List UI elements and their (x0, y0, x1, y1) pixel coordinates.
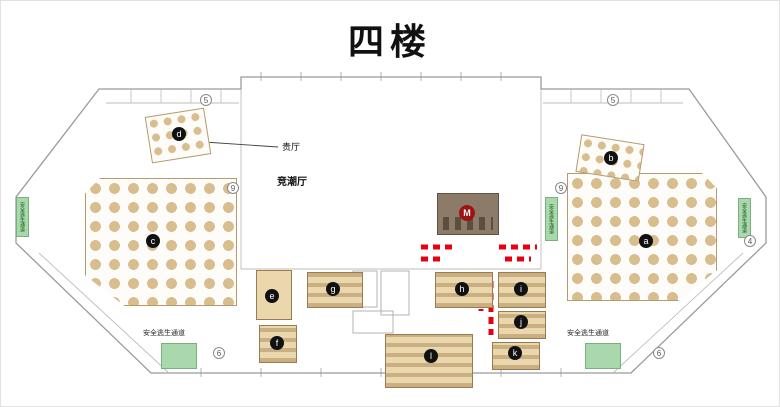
escape-route-left-label: 安全逃生通道 (19, 202, 25, 232)
escape-route-bottom-right-label: 安全逃生通道 (567, 330, 609, 337)
axis-marker-bottom-left: 6 (213, 347, 225, 359)
hall-c-area (85, 178, 237, 306)
axis-marker-top-left: 5 (200, 94, 212, 106)
grid-ticks (200, 72, 562, 377)
escape-route-center: 安全逃生通道 (545, 197, 558, 241)
escape-route-right-label: 安全逃生通道 (741, 203, 747, 233)
room-marker-f: f (270, 336, 284, 350)
outer-wall (15, 76, 767, 374)
room-marker-i: i (514, 282, 528, 296)
room-marker-g: g (326, 282, 340, 296)
axis-marker-right-edge: 4 (744, 235, 756, 247)
axis-marker-top-right: 5 (607, 94, 619, 106)
page-title: 四楼 (347, 21, 432, 62)
room-marker-c: c (146, 234, 160, 248)
vip-hall-label: 贵厅 (282, 142, 301, 152)
axis-marker-bottom-right: 6 (653, 347, 665, 359)
room-k-area (492, 342, 540, 370)
stage-marker-m: M (459, 205, 475, 221)
room-marker-a: a (639, 234, 653, 248)
jingchao-hall-label: 竞潮厅 (277, 177, 307, 188)
vip-hall-leader-line (203, 141, 279, 148)
escape-route-center-label: 安全逃生通道 (548, 204, 554, 234)
room-marker-j: j (514, 315, 528, 329)
escape-route-right-edge: 安全逃生通道 (738, 198, 751, 238)
room-marker-b: b (604, 151, 618, 165)
wing-partitions (130, 89, 662, 103)
stage-furniture (443, 217, 493, 230)
room-marker-l: l (424, 349, 438, 363)
axis-marker-mid-right: 9 (555, 182, 567, 194)
room-f-area (259, 325, 297, 363)
hall-a-area (567, 173, 717, 301)
room-g-area (307, 272, 363, 308)
escape-route-bottom-left-label: 安全逃生通道 (143, 330, 185, 337)
escape-route-bottom-left-area (161, 343, 197, 369)
room-marker-h: h (455, 282, 469, 296)
room-marker-e: e (265, 289, 279, 303)
room-marker-k: k (508, 346, 522, 360)
room-marker-d: d (172, 127, 186, 141)
escape-route-left-edge: 安全逃生通道 (16, 197, 29, 237)
escape-route-bottom-right-area (585, 343, 621, 369)
axis-marker-mid-left: 9 (227, 182, 239, 194)
